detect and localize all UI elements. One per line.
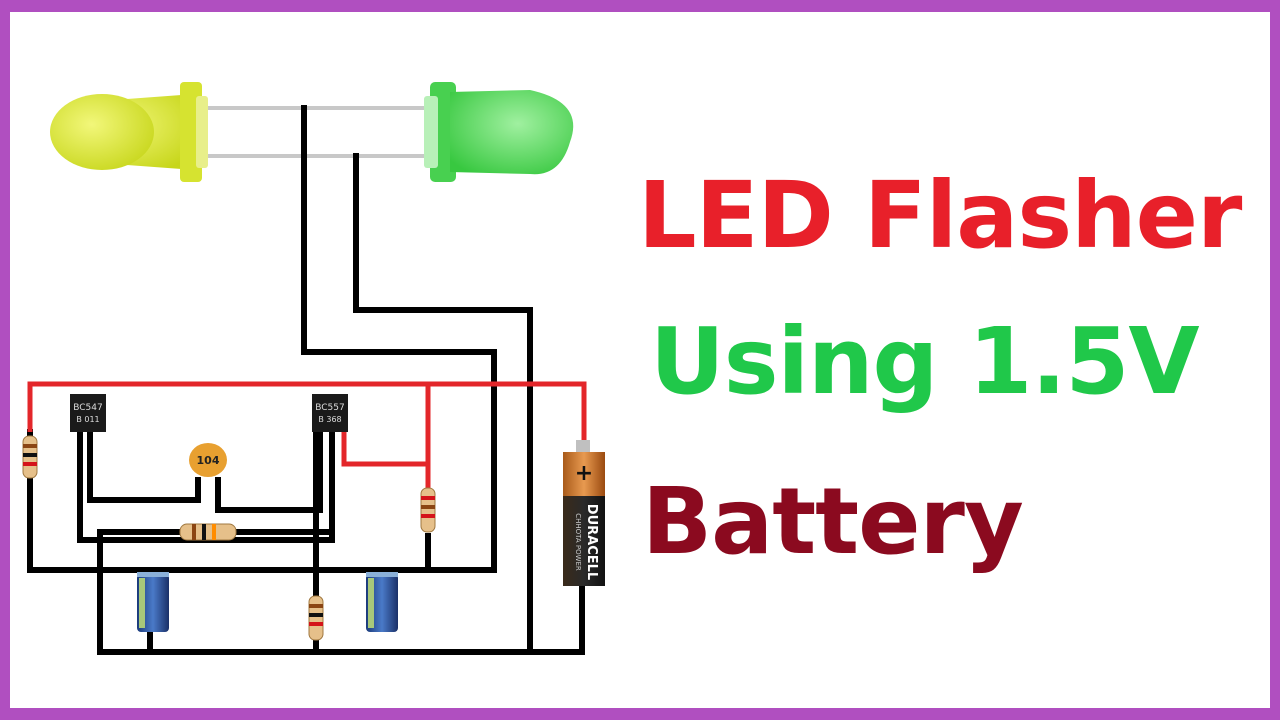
electrolytic-capacitor-right: [366, 572, 398, 632]
battery: + DURACELL CHHOTA POWER: [563, 440, 605, 586]
transistor1-code: B 011: [76, 415, 99, 424]
title-line-1: LED Flasher: [638, 162, 1242, 269]
battery-sub-label: CHHOTA POWER: [574, 513, 582, 571]
transistor-bc557: BC557 B 368: [312, 394, 348, 432]
resistor-left: [22, 435, 38, 479]
ceramic-capacitor: 104: [189, 443, 227, 477]
title-line-2: Using 1.5V: [650, 308, 1200, 415]
resistor-bottom: [308, 595, 324, 641]
electrolytic-capacitor-left: [137, 572, 169, 632]
yellow-led: [50, 82, 208, 182]
black-wires: [27, 105, 585, 655]
led-leads: [195, 106, 440, 158]
transistor2-code: B 368: [318, 415, 341, 424]
transistor2-label: BC557: [315, 403, 344, 413]
circuit-diagram: BC547 B 011 BC557 B 368 104: [22, 82, 605, 655]
title-line-3: Battery: [642, 468, 1024, 575]
resistor-middle: [179, 523, 237, 541]
thumbnail-canvas: BC547 B 011 BC557 B 368 104: [10, 12, 1270, 708]
resistor-right: [420, 487, 436, 533]
battery-brand-label: DURACELL: [584, 504, 599, 580]
capacitor-label: 104: [197, 454, 220, 467]
battery-plus-label: +: [575, 461, 593, 486]
red-wires: [27, 381, 587, 488]
transistor-bc547: BC547 B 011: [70, 394, 106, 432]
green-led: [424, 82, 574, 182]
transistor1-label: BC547: [73, 403, 102, 413]
